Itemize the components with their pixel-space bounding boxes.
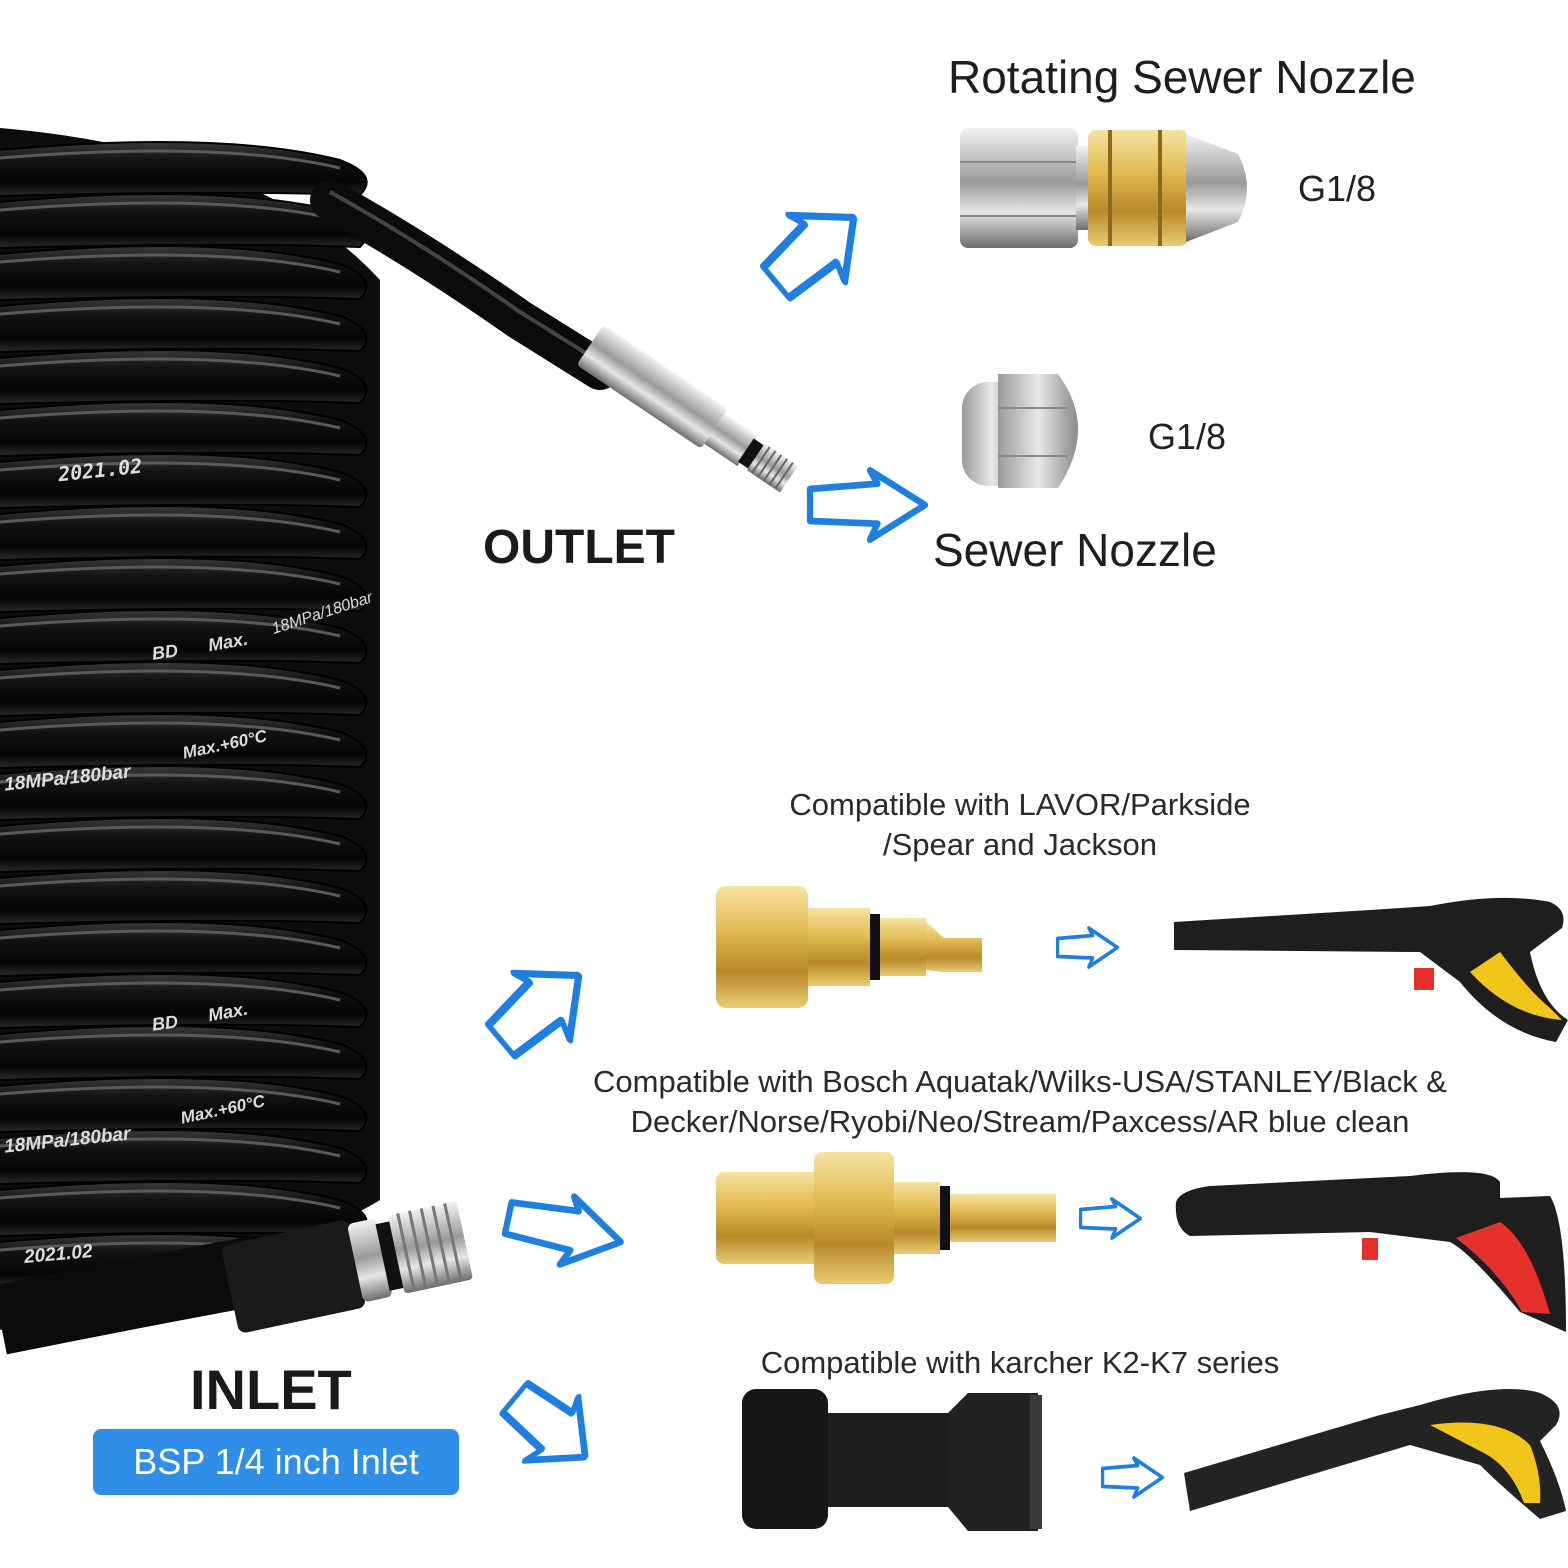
compat-bosch-line2: Decker/Norse/Ryobi/Neo/Stream/Paxcess/AR… — [630, 1104, 1410, 1139]
arrow-outline-icon — [806, 467, 929, 543]
arrow-outline-icon — [499, 1379, 589, 1464]
hose-print-brand: BD — [150, 640, 180, 664]
arrow-outline-icon — [1055, 926, 1120, 969]
hose-loop-highlight — [0, 825, 341, 846]
rotating-sewer-nozzle — [960, 128, 1247, 248]
rotating-nozzle-thread: G1/8 — [1298, 168, 1377, 209]
hose-loop-highlight — [0, 1085, 341, 1106]
hose-loop-highlight — [0, 1137, 341, 1158]
sewer-nozzle-thread: G1/8 — [1148, 416, 1227, 457]
hose-loop-highlight — [0, 513, 341, 534]
lavor-adapter — [716, 886, 982, 1008]
hose-loop-highlight — [0, 461, 341, 482]
bosch-adapter — [716, 1152, 1056, 1284]
hose-loop-highlight — [0, 721, 341, 742]
karcher-adapter — [742, 1389, 1042, 1531]
compat-lavor-label: Compatible with LAVOR/Parkside /Spear an… — [750, 785, 1290, 865]
hose-loops — [0, 141, 368, 1289]
hose-loop-highlight — [0, 357, 341, 378]
compat-lavor-line1: Compatible with LAVOR/Parkside — [789, 787, 1251, 822]
compat-bosch-line1: Compatible with Bosch Aquatak/Wilks-USA/… — [593, 1064, 1447, 1099]
arrow-outline-icon — [759, 211, 858, 302]
karcher-spray-gun — [1184, 1389, 1566, 1519]
arrow-outline-icon — [1100, 1456, 1165, 1499]
sewer-nozzle — [962, 374, 1078, 488]
compat-lavor-line2: /Spear and Jackson — [882, 827, 1157, 862]
hose-loop-highlight — [0, 1189, 341, 1210]
arrow-outline-icon — [501, 1193, 624, 1268]
hose-loop-highlight — [0, 1033, 341, 1054]
hose-loop-highlight — [0, 877, 341, 898]
hose-print-brand-2: BD — [150, 1011, 180, 1035]
arrow-outline-icon — [484, 969, 583, 1060]
hose-loop-highlight — [0, 773, 341, 794]
inlet-label: INLET — [190, 1358, 352, 1421]
lavor-spray-gun — [1174, 897, 1568, 1042]
hose-loop-highlight — [0, 253, 341, 274]
arrow-outline-icon — [1078, 1197, 1143, 1240]
hose-loop-highlight — [0, 617, 341, 638]
hose-loop-highlight — [0, 409, 341, 430]
hose-loop-highlight — [0, 149, 341, 170]
compat-karcher-label: Compatible with karcher K2-K7 series — [710, 1343, 1330, 1383]
hose-loop-highlight — [0, 981, 341, 1002]
bosch-spray-gun — [1175, 1172, 1566, 1332]
sewer-nozzle-title: Sewer Nozzle — [933, 524, 1217, 576]
hose-loop-highlight — [0, 305, 341, 326]
hose-loop-highlight — [0, 201, 341, 222]
hose-loop-highlight — [0, 565, 341, 586]
compat-karcher-line1: Compatible with karcher K2-K7 series — [760, 1345, 1280, 1380]
hose-loop-highlight — [0, 669, 341, 690]
hose-loop-highlight — [0, 929, 341, 950]
outlet-label: OUTLET — [483, 521, 675, 574]
inlet-thread-badge: BSP 1/4 inch Inlet — [93, 1429, 459, 1495]
compat-bosch-label: Compatible with Bosch Aquatak/Wilks-USA/… — [520, 1062, 1520, 1142]
rotating-nozzle-title: Rotating Sewer Nozzle — [948, 51, 1416, 103]
